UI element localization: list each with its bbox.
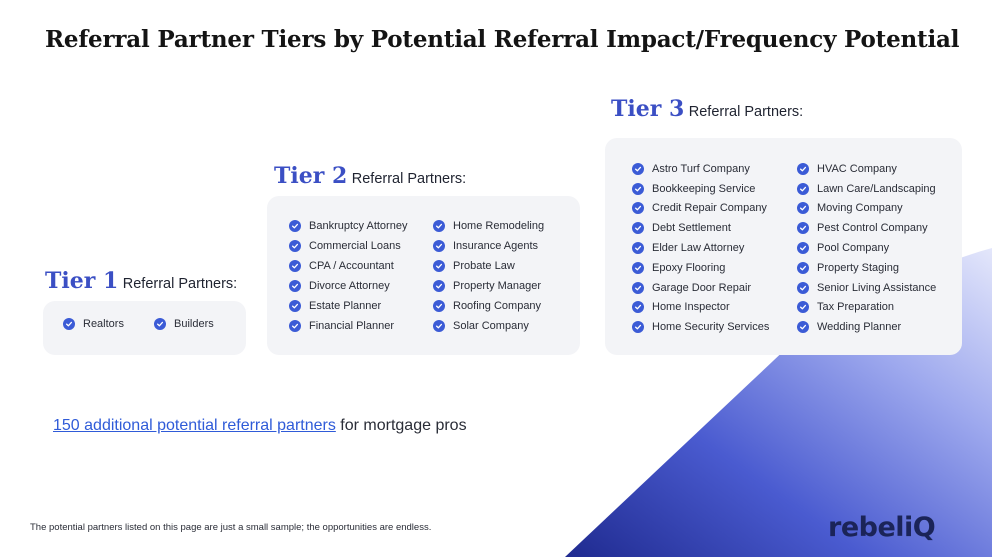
check-circle-icon [289, 260, 301, 272]
tier3-col2: HVAC Company Lawn Care/Landscaping Movin… [797, 159, 936, 337]
check-circle-icon [632, 162, 644, 175]
list-item: Commercial Loans [289, 236, 407, 256]
check-circle-icon [433, 320, 445, 332]
tier1-card: Realtors Builders [43, 301, 246, 355]
check-circle-icon [797, 301, 809, 314]
tier2-col2: Home Remodeling Insurance Agents Probate… [433, 216, 544, 336]
list-item: Bookkeeping Service [632, 179, 769, 199]
check-circle-icon [289, 240, 301, 252]
check-circle-icon [632, 321, 644, 334]
check-circle-icon [433, 280, 445, 292]
list-item: CPA / Accountant [289, 256, 407, 276]
list-item: Property Manager [433, 276, 544, 296]
disclaimer-text: The potential partners listed on this pa… [30, 522, 432, 533]
list-item: Roofing Company [433, 296, 544, 316]
check-circle-icon [632, 281, 644, 294]
check-circle-icon [797, 162, 809, 175]
check-circle-icon [632, 182, 644, 195]
check-circle-icon [433, 240, 445, 252]
check-circle-icon [632, 301, 644, 314]
list-item: HVAC Company [797, 159, 936, 179]
check-circle-icon [433, 220, 445, 232]
additional-partners-link[interactable]: 150 additional potential referral partne… [53, 417, 336, 434]
list-item: Insurance Agents [433, 236, 544, 256]
check-circle-icon [433, 260, 445, 272]
tier2-card: Bankruptcy Attorney Commercial Loans CPA… [267, 196, 580, 355]
check-circle-icon [289, 280, 301, 292]
tier3-col1: Astro Turf Company Bookkeeping Service C… [632, 159, 769, 337]
list-item: Garage Door Repair [632, 278, 769, 298]
check-circle-icon [632, 242, 644, 255]
list-item: Moving Company [797, 199, 936, 219]
tier2-subtitle: Referral Partners: [351, 171, 467, 187]
list-item: Pool Company [797, 238, 936, 258]
tier3-subtitle: Referral Partners: [688, 104, 804, 120]
check-circle-icon [797, 202, 809, 215]
list-item: Financial Planner [289, 316, 407, 336]
list-item: Wedding Planner [797, 317, 936, 337]
check-circle-icon [289, 300, 301, 312]
list-item: Tax Preparation [797, 298, 936, 318]
logo-part-iq: iQ [904, 512, 936, 543]
list-item: Credit Repair Company [632, 199, 769, 219]
list-item: Probate Law [433, 256, 544, 276]
list-item: Bankruptcy Attorney [289, 216, 407, 236]
check-circle-icon [797, 182, 809, 195]
list-item: Solar Company [433, 316, 544, 336]
list-item: Builders [154, 318, 214, 330]
page-title: Referral Partner Tiers by Potential Refe… [45, 26, 960, 53]
check-circle-icon [289, 220, 301, 232]
check-circle-icon [797, 261, 809, 274]
tier2-col1: Bankruptcy Attorney Commercial Loans CPA… [289, 216, 407, 336]
list-item: Lawn Care/Landscaping [797, 179, 936, 199]
list-item: Astro Turf Company [632, 159, 769, 179]
additional-partners-line: 150 additional potential referral partne… [53, 417, 467, 435]
list-item: Realtors [63, 318, 124, 330]
check-circle-icon [433, 300, 445, 312]
list-item: Estate Planner [289, 296, 407, 316]
list-item: Home Security Services [632, 317, 769, 337]
check-circle-icon [797, 321, 809, 334]
list-item: Home Inspector [632, 298, 769, 318]
additional-partners-suffix: for mortgage pros [335, 417, 467, 434]
tier1-label: Tier 1 [45, 268, 119, 294]
tier3-heading: Tier 3 Referral Partners: [611, 96, 803, 122]
tier1-subtitle: Referral Partners: [122, 276, 238, 292]
list-item: Home Remodeling [433, 216, 544, 236]
rebeliq-logo: rebeliQ [828, 512, 936, 543]
tier3-card: Astro Turf Company Bookkeeping Service C… [605, 138, 962, 355]
check-circle-icon [632, 222, 644, 235]
list-item: Senior Living Assistance [797, 278, 936, 298]
list-item: Elder Law Attorney [632, 238, 769, 258]
list-item: Property Staging [797, 258, 936, 278]
check-circle-icon [632, 202, 644, 215]
list-item: Debt Settlement [632, 218, 769, 238]
check-circle-icon [797, 222, 809, 235]
check-circle-icon [797, 281, 809, 294]
tier2-heading: Tier 2 Referral Partners: [274, 163, 466, 189]
check-circle-icon [63, 318, 75, 330]
tier3-label: Tier 3 [611, 96, 685, 122]
logo-part-rebel: rebel [828, 512, 905, 543]
tier1-heading: Tier 1 Referral Partners: [45, 268, 237, 294]
list-item: Divorce Attorney [289, 276, 407, 296]
list-item: Epoxy Flooring [632, 258, 769, 278]
check-circle-icon [289, 320, 301, 332]
check-circle-icon [632, 261, 644, 274]
check-circle-icon [154, 318, 166, 330]
tier2-label: Tier 2 [274, 163, 348, 189]
check-circle-icon [797, 242, 809, 255]
list-item: Pest Control Company [797, 218, 936, 238]
